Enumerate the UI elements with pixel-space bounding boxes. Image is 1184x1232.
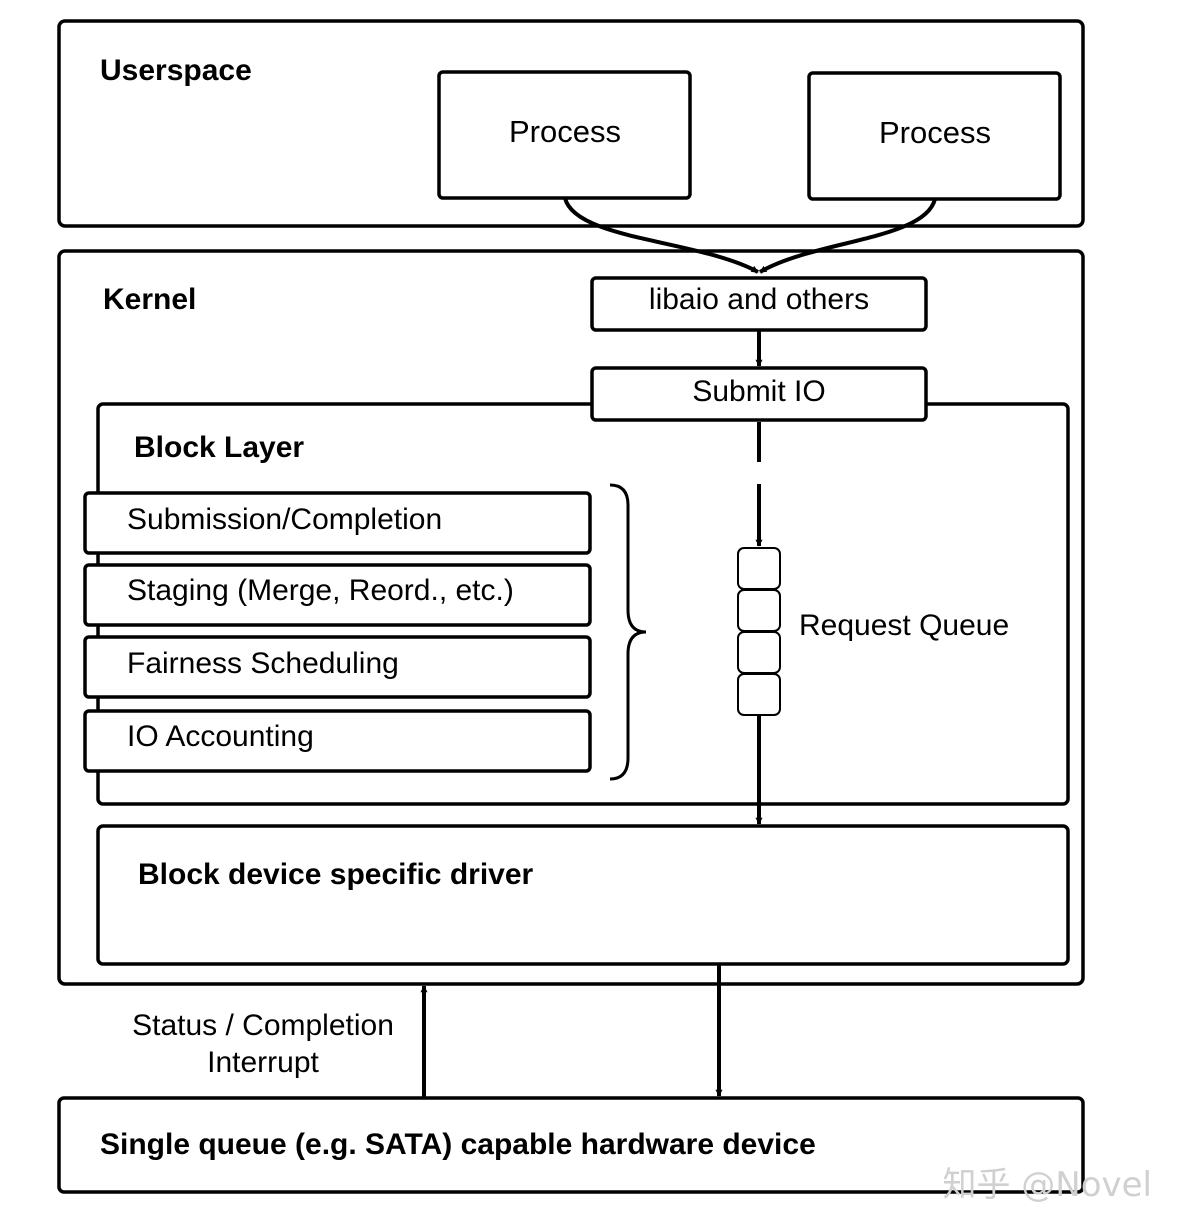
interrupt-label-line2: Interrupt [207,1046,319,1079]
stage-box-submission [83,491,592,555]
kernel-label: Kernel [103,283,196,316]
stages-brace [609,483,647,781]
userspace-label: Userspace [100,54,252,87]
hardware-label: Single queue (e.g. SATA) capable hardwar… [100,1128,816,1161]
arrow-process-left-to-libaio [563,197,759,274]
arrow-process-right-to-libaio [758,198,937,274]
process-label-left: Process [509,114,621,149]
process-box-left [437,70,692,200]
interrupt-label-line1: Status / Completion [132,1009,394,1042]
stage-label-staging: Staging (Merge, Reord., etc.) [127,574,514,607]
submit-io-label: Submit IO [692,375,825,408]
driver-box [96,824,1070,966]
submit-io-box [590,366,928,422]
stage-label-fairness: Fairness Scheduling [127,647,399,680]
hardware-box [57,1096,1085,1194]
stage-box-staging [83,563,592,627]
stage-box-fairness [83,635,592,699]
driver-label: Block device specific driver [138,858,534,891]
request-queue-label: Request Queue [799,609,1009,642]
request-queue-slot [737,589,781,632]
request-queue-slot [737,673,781,716]
stage-label-submission: Submission/Completion [127,503,442,536]
watermark-text: 知乎 @Novel [942,1165,1152,1205]
request-queue-slot [737,631,781,674]
libaio-label: libaio and others [649,283,869,316]
stage-label-accounting: IO Accounting [127,720,314,753]
process-label-right: Process [879,115,991,150]
request-queue-slot [737,547,781,590]
block-layer-label: Block Layer [134,431,304,464]
stage-box-accounting [83,709,592,773]
